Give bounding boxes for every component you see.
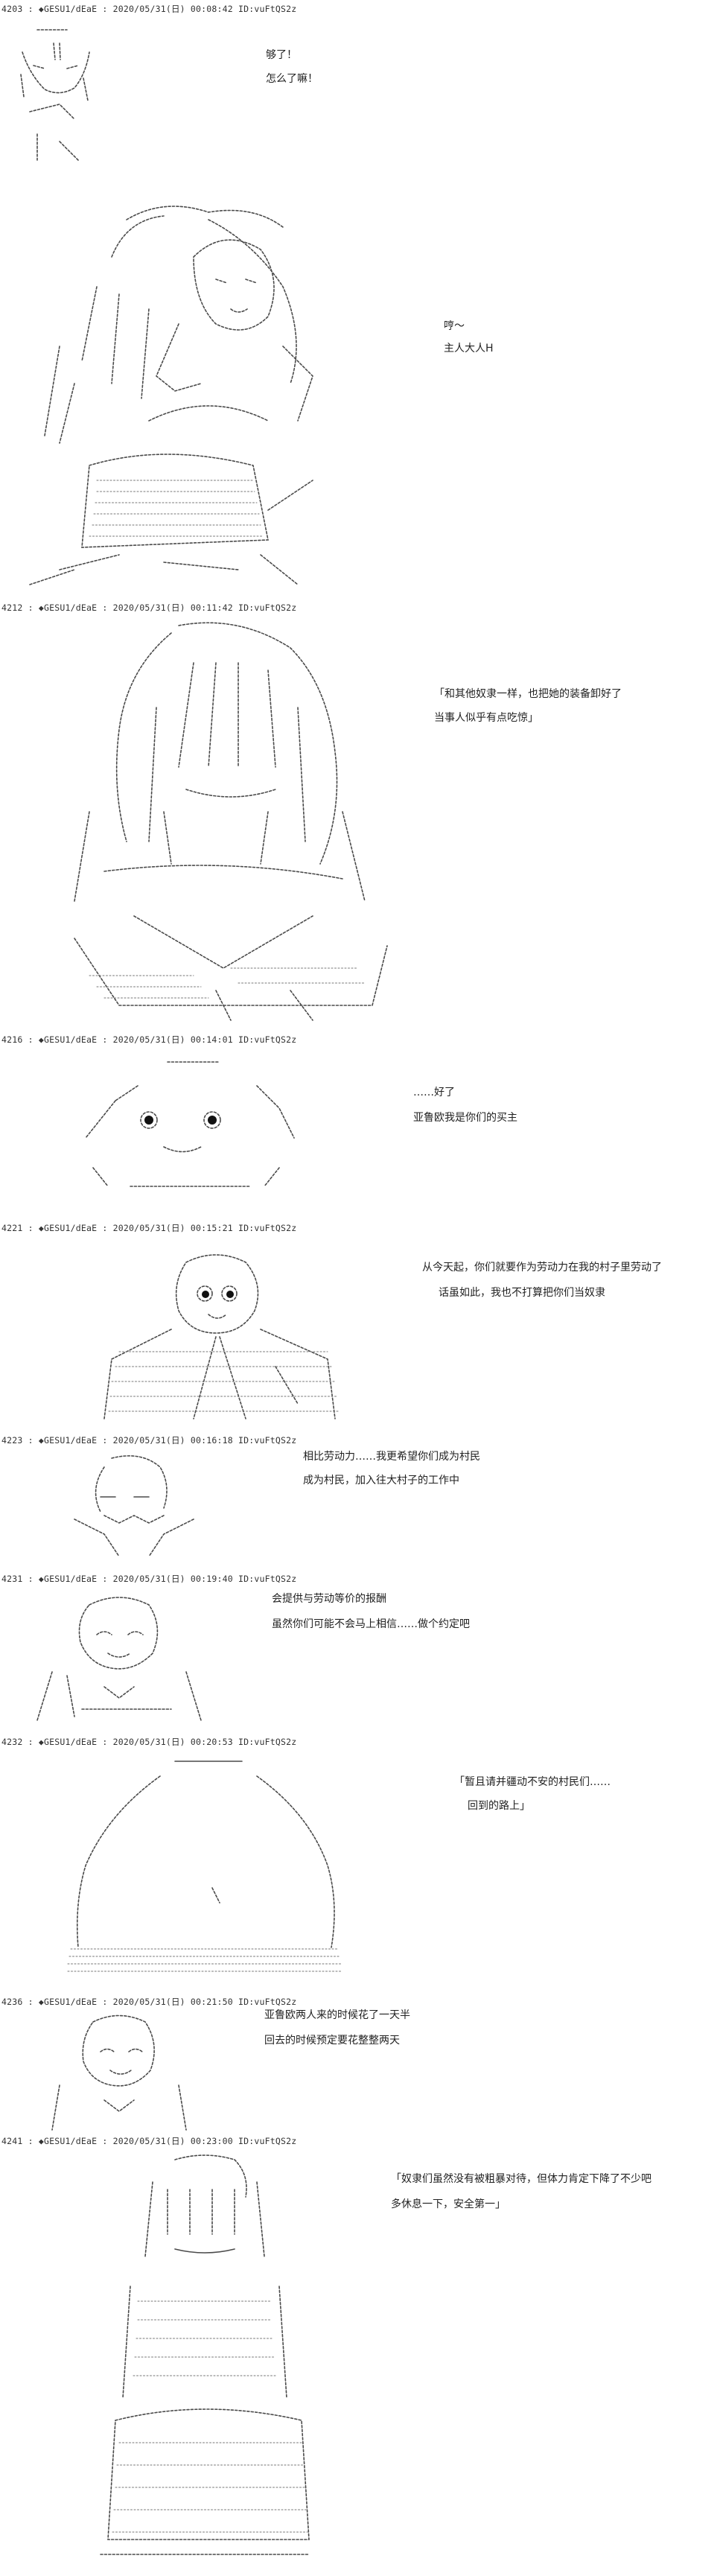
ascii-art-smiling-character <box>51 2014 187 2131</box>
dialogue: 「和其他奴隶一样，也把她的装备卸好了 当事人似乎有点吃惊」 <box>434 687 622 726</box>
post-header: 4236 : ◆GESU1/dEaE : 2020/05/31(日) 00:21… <box>1 1997 297 2007</box>
dialogue: ……好了 亚鲁欧我是你们的买主 <box>413 1085 517 1126</box>
dialogue-line: 「暂且请并疆动不安的村民们…… <box>454 1776 611 1788</box>
dialogue-line: 当事人似乎有点吃惊」 <box>434 711 538 724</box>
ascii-art-large-blob <box>67 1761 343 1972</box>
dialogue-line: ……好了 <box>413 1087 455 1098</box>
dialogue: 会提供与劳动等价的报酬 虽然你们可能不会马上相信……做个约定吧 <box>272 1591 470 1632</box>
dialogue: 够了！ 怎么了嘛！ <box>266 48 318 87</box>
post-header: 4223 : ◆GESU1/dEaE : 2020/05/31(日) 00:16… <box>1 1435 297 1446</box>
dialogue-line: 亚鲁欧我是你们的买主 <box>413 1111 517 1124</box>
dialogue-line: 会提供与劳动等价的报酬 <box>272 1593 386 1605</box>
dialogue: 哼～ 主人大人H <box>444 319 494 357</box>
post-header: 4232 : ◆GESU1/dEaE : 2020/05/31(日) 00:20… <box>1 1737 297 1747</box>
post-header: 4231 : ◆GESU1/dEaE : 2020/05/31(日) 00:19… <box>1 1574 297 1584</box>
post-header: 4241 : ◆GESU1/dEaE : 2020/05/31(日) 00:23… <box>1 2136 297 2146</box>
dialogue-line: 够了！ <box>266 49 297 61</box>
ascii-art-long-haired-woman <box>74 622 388 1021</box>
dialogue-line: 回去的时候预定要花整整两天 <box>264 2034 400 2047</box>
ascii-art-bald-character <box>74 1455 194 1557</box>
post-header: 4212 : ◆GESU1/dEaE : 2020/05/31(日) 00:11… <box>1 602 297 613</box>
dialogue-line: 从今天起，你们就要作为劳动力在我的村子里劳动了 <box>422 1262 662 1273</box>
dialogue: 相比劳动力……我更希望你们成为村民 成为村民，加入往大村子的工作中 <box>303 1449 480 1489</box>
dialogue-line: 多休息一下，安全第一」 <box>391 2198 506 2210</box>
ascii-art-small-character <box>20 29 90 161</box>
dialogue-line: 话虽如此，我也不打算把你们当奴隶 <box>439 1286 605 1299</box>
dialogue-line: 成为村民，加入往大村子的工作中 <box>303 1474 459 1486</box>
ascii-art-character-armor <box>100 2154 310 2555</box>
dialogue-line: 「和其他奴隶一样，也把她的装备卸好了 <box>434 688 622 700</box>
dialogue-line: 哼～ <box>444 320 465 332</box>
dialogue: 「奴隶们虽然没有被粗暴对待，但体力肯定下降了不少吧 多休息一下，安全第一」 <box>391 2172 651 2213</box>
dialogue-line: 怎么了嘛！ <box>266 72 318 85</box>
post-header: 4221 : ◆GESU1/dEaE : 2020/05/31(日) 00:15… <box>1 1223 297 1233</box>
dialogue: 「暂且请并疆动不安的村民们…… 回到的路上」 <box>454 1775 611 1814</box>
dialogue-line: 主人大人H <box>444 342 494 354</box>
ascii-art-round-face <box>85 1061 295 1187</box>
dialogue: 从今天起，你们就要作为劳动力在我的村子里劳动了 话虽如此，我也不打算把你们当奴隶 <box>422 1260 662 1301</box>
ascii-art-character-coat <box>103 1254 339 1419</box>
dialogue-line: 虽然你们可能不会马上相信……做个约定吧 <box>272 1618 470 1630</box>
ascii-art-character-with-hat <box>29 206 313 585</box>
dialogue-line: 「奴隶们虽然没有被粗暴对待，但体力肯定下降了不少吧 <box>391 2173 651 2185</box>
post-header: 4203 : ◆GESU1/dEaE : 2020/05/31(日) 00:08… <box>1 4 297 14</box>
post-header: 4216 : ◆GESU1/dEaE : 2020/05/31(日) 00:14… <box>1 1034 297 1045</box>
dialogue-line: 回到的路上」 <box>468 1799 530 1812</box>
dialogue: 亚鲁欧两人来的时候花了一天半 回去的时候预定要花整整两天 <box>264 2008 410 2049</box>
dialogue-line: 亚鲁欧两人来的时候花了一天半 <box>264 2009 410 2021</box>
dialogue-line: 相比劳动力……我更希望你们成为村民 <box>303 1451 480 1463</box>
ascii-art-smiling-character <box>36 1597 202 1721</box>
